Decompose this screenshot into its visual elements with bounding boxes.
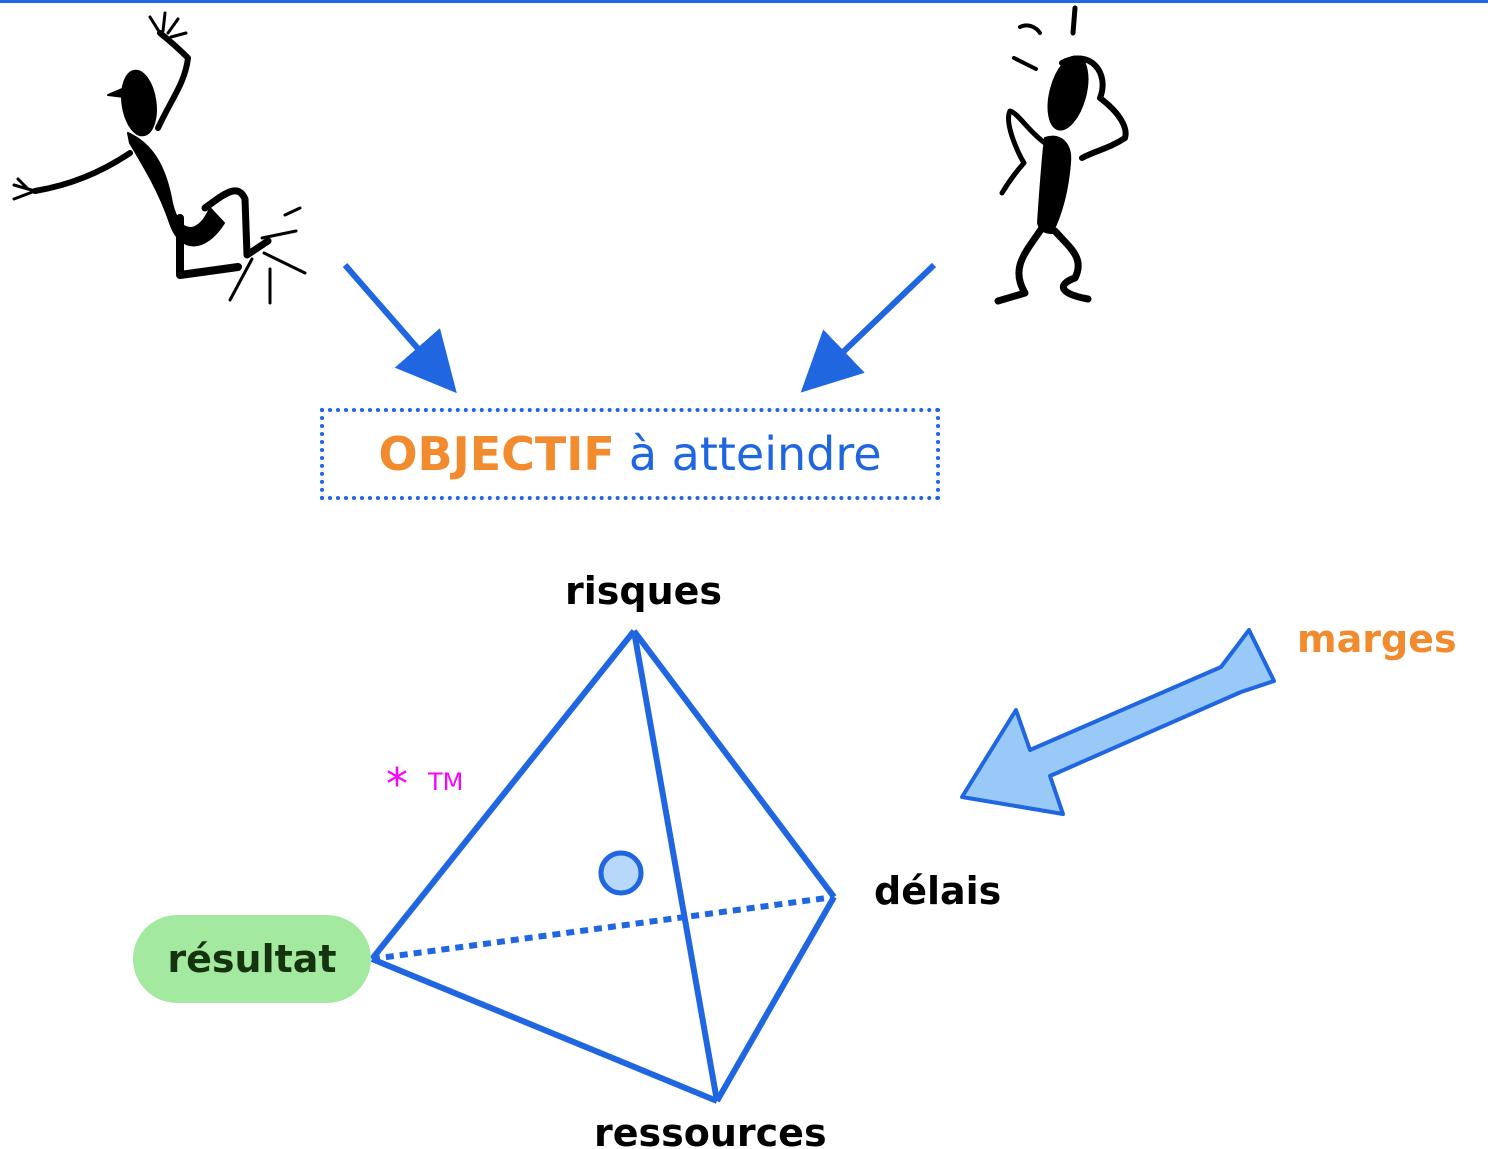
arrow-left-to-objective <box>342 263 457 394</box>
diagram-graphics <box>12 5 1276 1104</box>
margin-label: marges <box>1297 617 1457 661</box>
tetrahedron <box>369 629 837 1104</box>
edge-resultat-ressources <box>370 956 719 1104</box>
big-arrow-icon <box>960 628 1276 816</box>
objective-keyword: OBJECTIF <box>378 427 615 481</box>
worried-stick-figure-icon <box>994 5 1129 305</box>
objective-box: OBJECTIF à atteindre <box>320 408 940 500</box>
vertex-label-risques: risques <box>565 569 723 613</box>
vertex-label-delais: délais <box>874 869 1002 913</box>
star-annotation: * <box>386 759 408 810</box>
tm-annotation: TM <box>428 768 464 796</box>
circle-marker-icon <box>598 850 644 896</box>
edge-resultat-delais-hidden <box>371 894 835 962</box>
resultat-text: résultat <box>167 937 337 981</box>
edge-risques-delais <box>631 629 837 899</box>
vertex-label-resultat: résultat <box>133 915 371 1003</box>
objective-text: à atteindre <box>628 427 882 481</box>
kicking-stick-figure-icon <box>12 11 307 305</box>
edge-ressources-delais <box>714 895 837 1103</box>
arrow-right-to-objective <box>800 262 937 393</box>
vertex-label-ressources: ressources <box>594 1111 827 1149</box>
edge-risques-ressources <box>631 630 720 1102</box>
edge-risques-resultat <box>369 629 637 961</box>
